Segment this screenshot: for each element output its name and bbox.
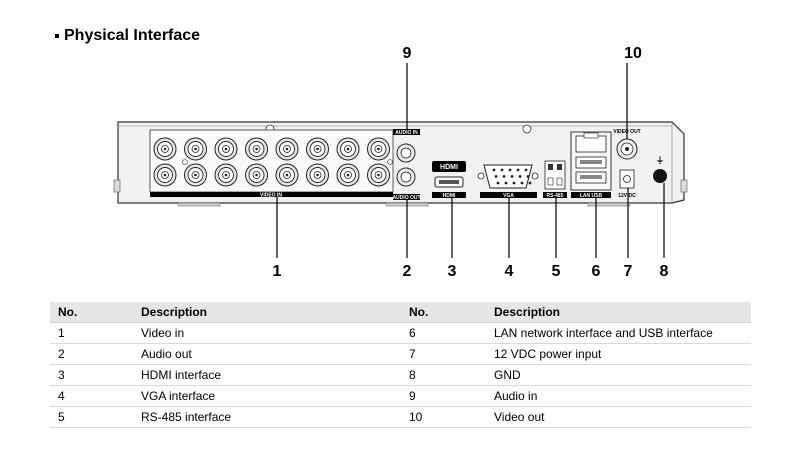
cell: 4	[50, 385, 133, 407]
callout-5: 5	[552, 263, 561, 280]
bnc-connector	[367, 163, 390, 187]
cell: LAN network interface and USB interface	[486, 322, 751, 344]
audio-block: AUDIO IN AUDIO OUT	[392, 129, 421, 201]
callout-9: 9	[403, 45, 412, 62]
table-row: 3 HDMI interface 8 GND	[50, 364, 751, 386]
lan-usb-label: LAN USB	[580, 193, 603, 199]
table-row: 1 Video in 6 LAN network interface and U…	[50, 322, 751, 344]
vga-pin	[494, 175, 498, 178]
vga-pin	[516, 168, 520, 172]
vga-pin	[518, 175, 522, 178]
cell: GND	[486, 364, 751, 386]
hdmi-block: HDMI HDMI	[432, 161, 466, 199]
bnc-connector	[367, 137, 390, 161]
bullet-icon	[55, 34, 59, 38]
ground-icon: ⏚	[656, 156, 664, 165]
cell: 7	[401, 343, 486, 365]
video-in-block: VIDEO IN	[149, 129, 394, 198]
gnd-block: ⏚	[653, 156, 667, 183]
bnc-connector	[214, 137, 238, 161]
vga-pin	[500, 168, 504, 172]
cell: HDMI interface	[133, 364, 401, 386]
cell: 12 VDC power input	[486, 343, 751, 365]
vga-pin	[492, 168, 496, 172]
callout-2: 2	[403, 263, 412, 280]
screw-icon	[182, 159, 188, 165]
rs485-block: RS-485	[543, 160, 567, 199]
table-row: 2 Audio out 7 12 VDC power input	[50, 343, 751, 365]
interface-table: No. Description No. Description 1 Video …	[50, 302, 751, 428]
bnc-connector	[214, 163, 238, 187]
bnc-connector	[184, 163, 207, 187]
cell: Video out	[486, 406, 751, 428]
header-description-right: Description	[486, 302, 751, 323]
bnc-connector	[336, 137, 360, 161]
audio-out-label: AUDIO OUT	[392, 195, 420, 201]
video-in-label: VIDEO IN	[260, 192, 282, 198]
callout-4: 4	[505, 263, 514, 280]
cell: 10	[401, 406, 486, 428]
cell: 9	[401, 385, 486, 407]
video-out-power-block: VIDEO OUT 12V DC	[613, 129, 641, 199]
header-no-right: No.	[401, 302, 486, 323]
bnc-connector	[275, 137, 299, 161]
cell: Video in	[133, 322, 401, 344]
lan-usb-block: LAN USB	[570, 131, 612, 199]
vga-pin	[528, 181, 532, 185]
cell: Audio in	[486, 385, 751, 407]
vga-pin	[504, 181, 508, 185]
cell: Audio out	[133, 343, 401, 365]
vga-block: VGA	[477, 164, 539, 199]
screw-icon	[387, 159, 393, 165]
section-title: Physical Interface	[55, 27, 200, 45]
bnc-connector	[153, 163, 177, 187]
bnc-connector	[336, 163, 360, 187]
cell: 5	[50, 406, 133, 428]
bnc-connector	[275, 163, 299, 187]
bnc-connector	[306, 137, 329, 161]
bnc-connector	[184, 137, 207, 161]
audio-in-label: AUDIO IN	[395, 130, 418, 136]
power-label: 12V DC	[618, 193, 636, 199]
rs485-label: RS-485	[547, 193, 564, 199]
callout-8: 8	[660, 263, 669, 280]
vga-pin	[520, 181, 524, 185]
table-row: 5 RS-485 interface 10 Video out	[50, 406, 751, 428]
bnc-connector	[153, 137, 177, 161]
callout-10: 10	[624, 45, 642, 62]
table-header-row: No. Description No. Description	[50, 302, 751, 323]
bnc-connector	[306, 163, 329, 187]
vga-pin	[508, 168, 512, 172]
vga-pin	[502, 175, 506, 178]
cell: RS-485 interface	[133, 406, 401, 428]
vga-pin	[524, 168, 528, 172]
callouts: 9 10 1 2 3 4 5 6 7 8	[273, 45, 669, 280]
bnc-connector	[245, 137, 268, 161]
rear-panel-diagram: VIDEO IN AUDIO IN AUDIO OUT HDMI HDMI VG…	[113, 45, 688, 280]
cell: 1	[50, 322, 133, 344]
hdmi-label: HDMI	[443, 193, 456, 199]
header-no-left: No.	[50, 302, 133, 323]
callout-1: 1	[273, 263, 282, 280]
header-description-left: Description	[133, 302, 401, 323]
callout-3: 3	[448, 263, 457, 280]
callout-7: 7	[624, 263, 633, 280]
table-row: 4 VGA interface 9 Audio in	[50, 385, 751, 407]
cell: 3	[50, 364, 133, 386]
section-title-text: Physical Interface	[64, 27, 201, 44]
cell: 8	[401, 364, 486, 386]
vga-label: VGA	[503, 193, 514, 199]
vga-pin	[512, 181, 516, 185]
vga-pin	[510, 175, 514, 178]
cell: VGA interface	[133, 385, 401, 407]
vga-pin	[496, 181, 500, 185]
hdmi-badge: HDMI	[440, 164, 458, 171]
cell: 6	[401, 322, 486, 344]
callout-6: 6	[592, 263, 601, 280]
cell: 2	[50, 343, 133, 365]
bnc-connector	[245, 163, 268, 187]
vga-pin	[526, 175, 530, 178]
